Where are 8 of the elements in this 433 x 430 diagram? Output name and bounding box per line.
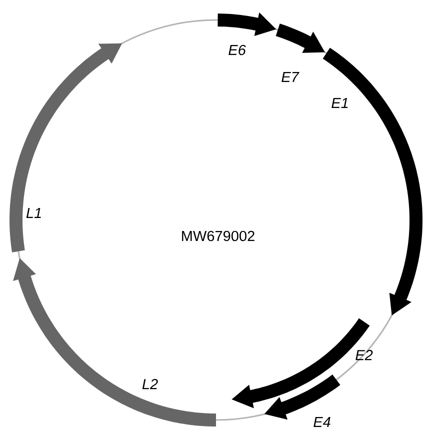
gene-label: E7 xyxy=(282,72,300,82)
gene-label: E1 xyxy=(332,98,348,108)
gene-label: L1 xyxy=(26,208,41,218)
gene-label: E2 xyxy=(356,350,373,360)
gene-label: E4 xyxy=(314,417,330,427)
gene-label: L2 xyxy=(142,378,158,390)
gene-label: E6 xyxy=(228,44,246,56)
sequence-name: MW679002 xyxy=(182,230,254,242)
